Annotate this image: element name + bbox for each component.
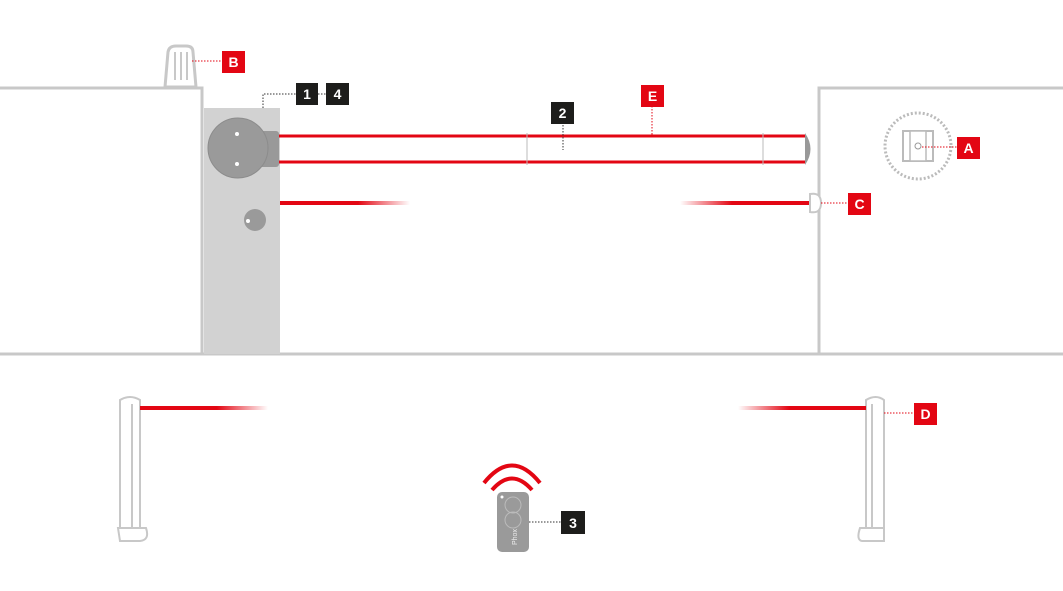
label-3-text: 3	[569, 515, 577, 531]
label-2: 2	[551, 102, 574, 124]
photocell-beam-lower-right	[738, 406, 866, 410]
remote-brand-logo: Phox	[512, 529, 519, 545]
leader-1	[262, 93, 296, 108]
label-1: 1	[296, 83, 318, 105]
label-2-text: 2	[559, 105, 567, 121]
flashing-light	[163, 44, 198, 89]
remote-control: Phox	[482, 463, 542, 552]
label-a-text: A	[963, 140, 973, 156]
label-e-text: E	[648, 88, 657, 104]
label-d-text: D	[920, 406, 930, 422]
label-3: 3	[561, 511, 585, 534]
label-a: A	[957, 137, 980, 159]
label-e: E	[641, 85, 664, 107]
label-d: D	[914, 403, 937, 425]
label-4: 4	[326, 83, 349, 105]
label-4-text: 4	[334, 86, 342, 102]
walls	[0, 86, 1063, 356]
barrier-motor	[204, 108, 280, 354]
label-b: B	[222, 51, 245, 73]
photocell-post-right	[857, 396, 885, 542]
photocell-post-left	[116, 396, 149, 542]
label-1-text: 1	[303, 86, 311, 102]
label-c: C	[848, 193, 871, 215]
photocell-beam-lower-left	[140, 406, 268, 410]
label-b-text: B	[228, 54, 238, 70]
label-c-text: C	[854, 196, 864, 212]
photocell-c	[809, 192, 823, 214]
key-selector	[883, 111, 953, 181]
boom-arm	[279, 133, 811, 165]
photocell-beam-upper-left	[280, 201, 410, 205]
photocell-beam-upper-right	[680, 201, 810, 205]
